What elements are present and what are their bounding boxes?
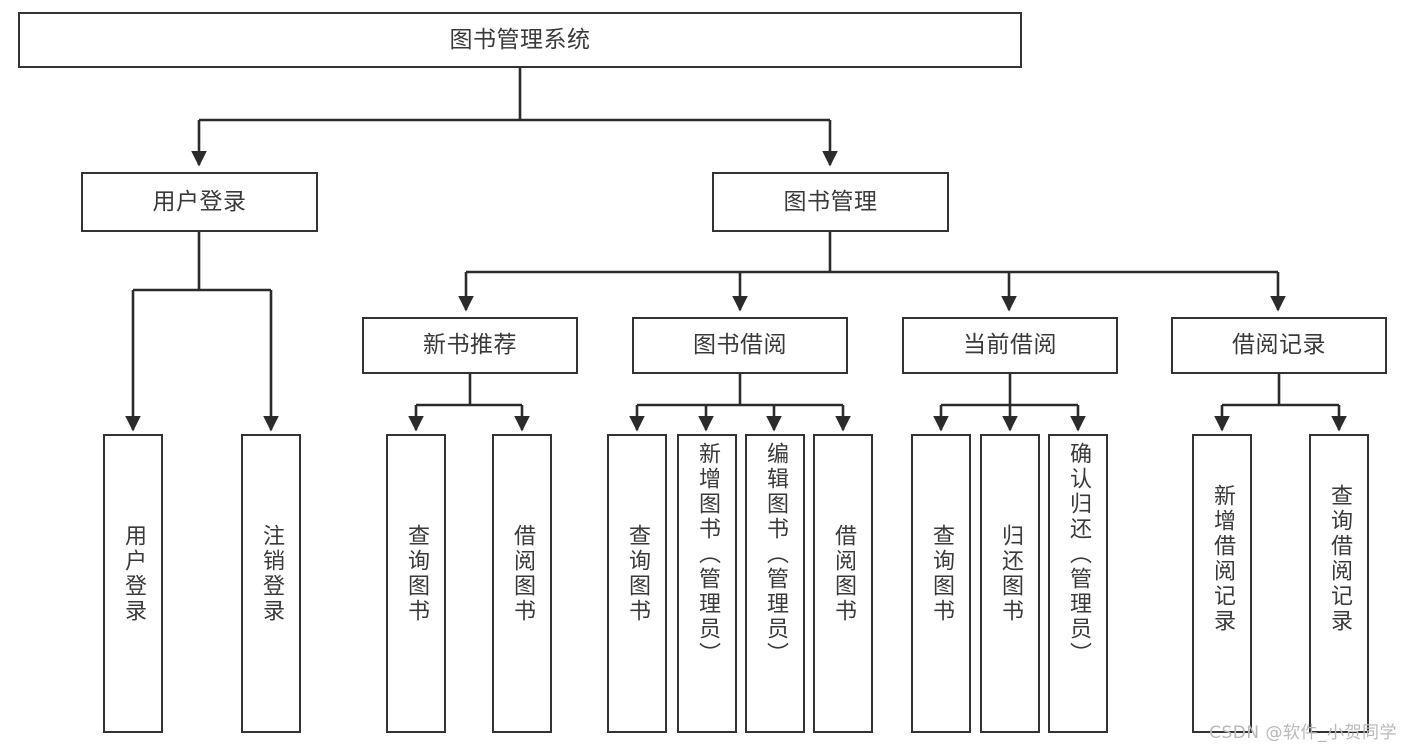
node-leaf-query-book-1[interactable]: 查询图书: [386, 434, 446, 733]
node-leaf-query-record-label: 查询借阅记录: [1327, 484, 1352, 634]
node-leaf-borrow-book-2[interactable]: 借阅图书: [813, 434, 873, 733]
node-leaf-query-book-2[interactable]: 查询图书: [607, 434, 667, 733]
node-leaf-query-book-2-label: 查询图书: [625, 524, 650, 624]
node-borrow-record[interactable]: 借阅记录: [1171, 317, 1387, 374]
node-leaf-edit-book-label: 编辑图书（管理员）: [763, 442, 788, 667]
node-leaf-query-book-1-label: 查询图书: [404, 524, 429, 624]
node-new-book-recommend[interactable]: 新书推荐: [362, 317, 578, 374]
node-leaf-add-record-label: 新增借阅记录: [1210, 484, 1235, 634]
node-leaf-user-login[interactable]: 用户登录: [103, 434, 163, 733]
node-user-login-label: 用户登录: [152, 188, 247, 215]
node-root-label: 图书管理系统: [449, 26, 591, 53]
node-leaf-query-book-3-label: 查询图书: [929, 524, 954, 624]
node-root[interactable]: 图书管理系统: [18, 12, 1022, 68]
node-book-manage[interactable]: 图书管理: [712, 172, 949, 232]
node-leaf-query-record[interactable]: 查询借阅记录: [1309, 434, 1369, 733]
csdn-watermark: CSDN @软件_小贺同学: [1209, 723, 1397, 743]
node-borrow-record-label: 借阅记录: [1232, 332, 1326, 359]
node-book-borrow[interactable]: 图书借阅: [632, 317, 848, 374]
node-leaf-logout[interactable]: 注销登录: [241, 434, 301, 733]
node-user-login[interactable]: 用户登录: [81, 172, 318, 232]
node-leaf-add-book-label: 新增图书（管理员）: [695, 442, 720, 667]
node-new-book-recommend-label: 新书推荐: [423, 332, 517, 359]
node-leaf-confirm-return-label: 确认归还（管理员）: [1066, 442, 1091, 667]
node-leaf-add-book[interactable]: 新增图书（管理员）: [677, 434, 737, 733]
node-book-borrow-label: 图书借阅: [693, 332, 787, 359]
node-book-manage-label: 图书管理: [783, 188, 878, 215]
node-current-borrow-label: 当前借阅: [963, 332, 1057, 359]
node-leaf-confirm-return[interactable]: 确认归还（管理员）: [1048, 434, 1108, 733]
node-leaf-query-book-3[interactable]: 查询图书: [911, 434, 971, 733]
node-current-borrow[interactable]: 当前借阅: [902, 317, 1118, 374]
node-leaf-user-login-label: 用户登录: [121, 524, 146, 624]
node-leaf-return-book[interactable]: 归还图书: [980, 434, 1040, 733]
node-leaf-logout-label: 注销登录: [259, 524, 284, 624]
node-leaf-return-book-label: 归还图书: [998, 524, 1023, 624]
node-leaf-borrow-book-2-label: 借阅图书: [831, 524, 856, 624]
node-leaf-add-record[interactable]: 新增借阅记录: [1192, 434, 1252, 733]
node-leaf-borrow-book-1-label: 借阅图书: [510, 524, 535, 624]
node-leaf-borrow-book-1[interactable]: 借阅图书: [492, 434, 552, 733]
node-leaf-edit-book[interactable]: 编辑图书（管理员）: [745, 434, 805, 733]
